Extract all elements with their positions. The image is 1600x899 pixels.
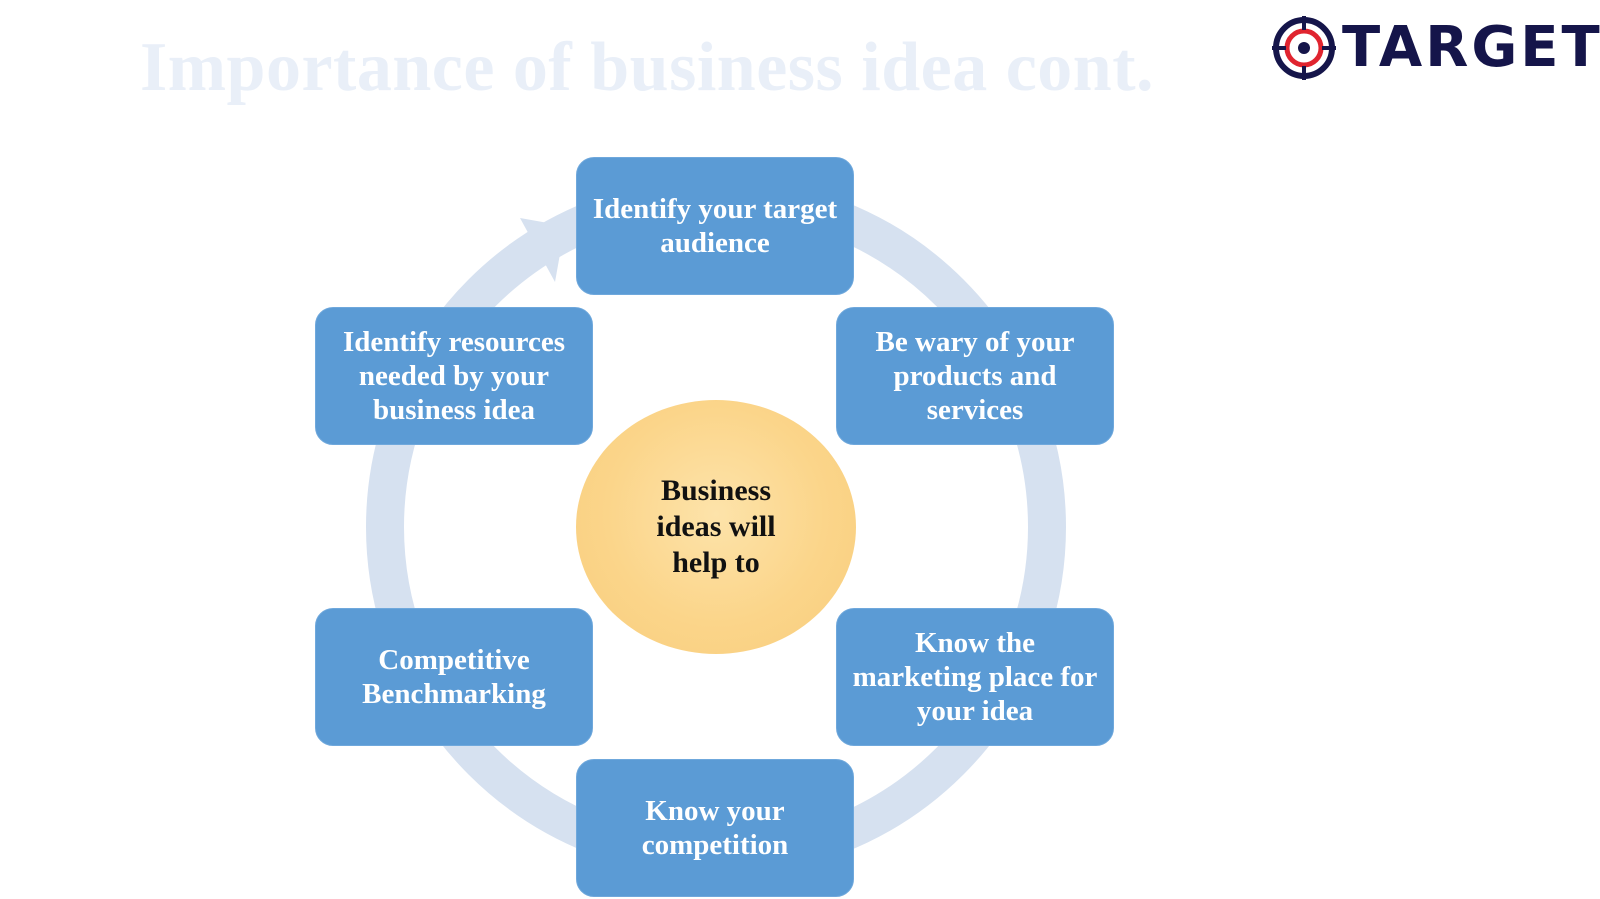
target-logo: TARGET bbox=[1272, 10, 1600, 86]
center-hub: Business ideas will help to bbox=[576, 400, 856, 654]
node-marketing-place: Know the marketing place for your idea bbox=[836, 608, 1114, 746]
node-label: Be wary of your products and services bbox=[875, 326, 1075, 426]
center-hub-label: Business ideas will help to bbox=[656, 474, 776, 579]
node-identify-resources: Identify resources needed by your busine… bbox=[315, 307, 593, 445]
slide-title: Importance of business idea cont. bbox=[140, 29, 1155, 106]
node-label: Identify your target audience bbox=[592, 193, 838, 259]
logo-text: TARGET bbox=[1342, 15, 1600, 80]
node-identify-target-audience: Identify your target audience bbox=[576, 157, 854, 295]
target-crosshair-icon bbox=[1272, 16, 1336, 80]
node-label: Know the marketing place for your idea bbox=[852, 627, 1098, 727]
node-know-competition: Know your competition bbox=[576, 759, 854, 897]
node-label: Identify resources needed by your busine… bbox=[342, 326, 566, 426]
node-label: Know your competition bbox=[641, 795, 789, 861]
node-products-and-services: Be wary of your products and services bbox=[836, 307, 1114, 445]
cycle-arrow-head bbox=[520, 218, 565, 282]
node-label: Competitive Benchmarking bbox=[362, 644, 546, 710]
node-competitive-benchmarking: Competitive Benchmarking bbox=[315, 608, 593, 746]
